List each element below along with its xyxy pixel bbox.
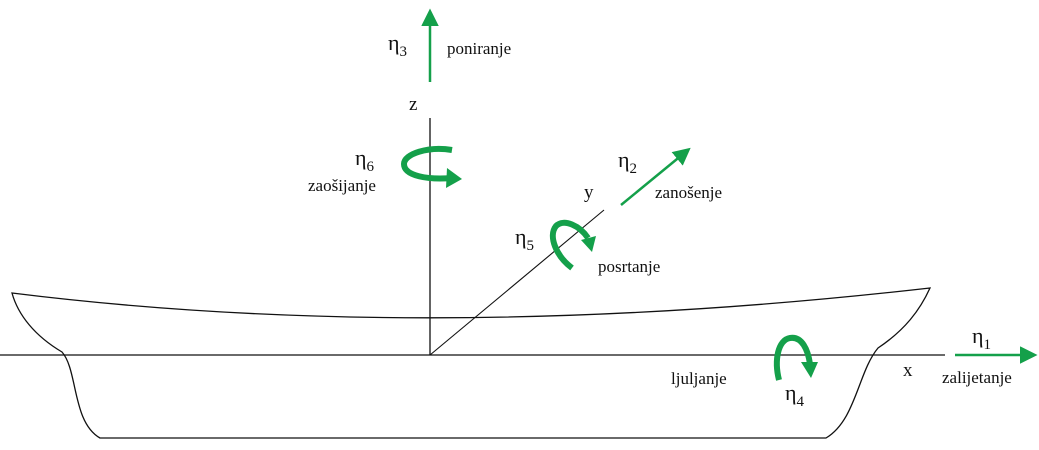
y-axis-line bbox=[429, 209, 605, 356]
sway-arrow bbox=[620, 147, 691, 206]
heave-label: poniranje bbox=[447, 39, 511, 58]
eta4-symbol: η4 bbox=[785, 380, 805, 410]
yaw-arrowhead bbox=[446, 168, 462, 188]
yaw-rotation-icon bbox=[400, 146, 453, 182]
pitch-label: posrtanje bbox=[598, 257, 660, 276]
x-axis-label: x bbox=[903, 360, 913, 381]
eta6-symbol: η6 bbox=[355, 145, 375, 175]
pitch-rotation-icon bbox=[549, 219, 591, 271]
z-axis-label: z bbox=[409, 94, 417, 115]
pitch-arrowhead bbox=[581, 236, 596, 252]
y-axis-label: y bbox=[584, 182, 594, 203]
eta1-symbol: η1 bbox=[972, 323, 991, 353]
surge-label: zalijetanje bbox=[942, 368, 1012, 387]
roll-label: ljuljanje bbox=[671, 369, 727, 388]
roll-rotation-icon bbox=[773, 334, 813, 381]
yaw-label: zaošijanje bbox=[308, 176, 376, 195]
eta3-symbol: η3 bbox=[388, 30, 407, 60]
roll-arrowhead bbox=[801, 362, 818, 378]
sway-label: zanošenje bbox=[655, 183, 722, 202]
ship-hull-outline bbox=[11, 287, 932, 439]
eta2-symbol: η2 bbox=[618, 147, 637, 177]
eta5-symbol: η5 bbox=[515, 224, 534, 254]
